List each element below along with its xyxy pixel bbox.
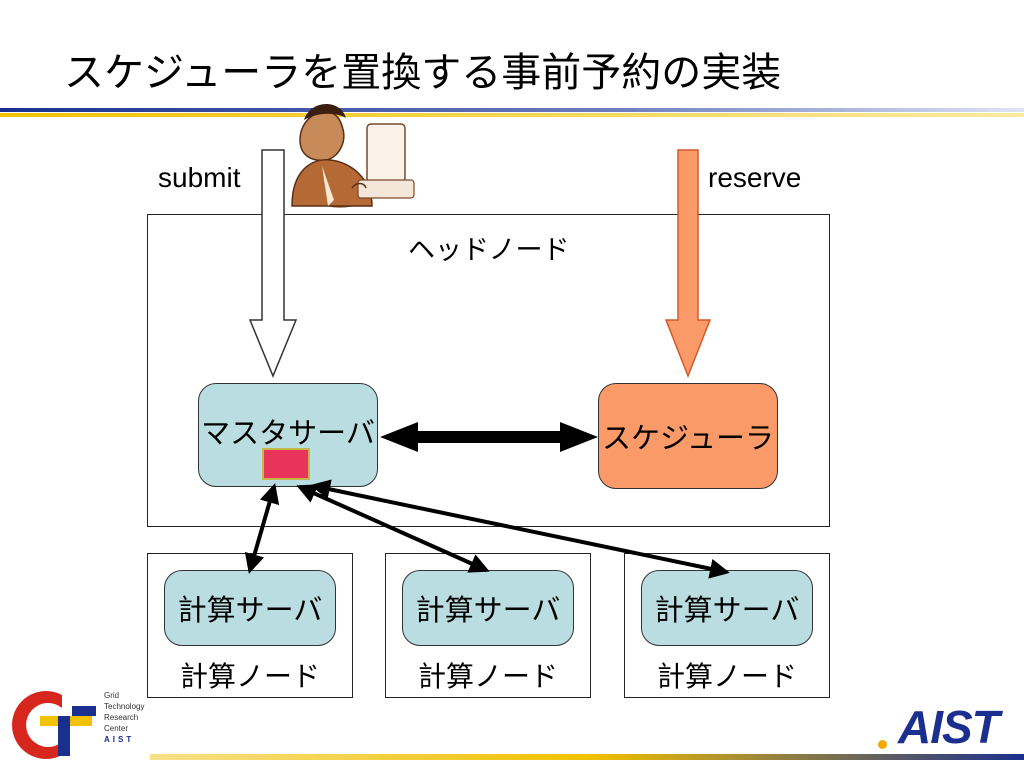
gtrc-line: Grid bbox=[104, 691, 120, 700]
gtrc-line: Research bbox=[104, 713, 139, 722]
reserve-label: reserve bbox=[708, 162, 802, 193]
compute-node-label: 計算ノード bbox=[179, 660, 320, 693]
compute-server-label: 計算サーバ bbox=[415, 593, 561, 627]
master-server-label: マスタサーバ bbox=[201, 416, 375, 450]
head-node-label: ヘッドノード bbox=[408, 235, 570, 266]
compute-node-label: 計算ノード bbox=[656, 660, 797, 693]
master-marker bbox=[262, 448, 310, 480]
aist-logo: AIST bbox=[898, 701, 1000, 753]
submit-label: submit bbox=[158, 162, 241, 193]
compute-server-box: 計算サーバ bbox=[402, 570, 574, 646]
compute-link-arrow bbox=[244, 483, 280, 574]
compute-server-box: 計算サーバ bbox=[641, 570, 813, 646]
gtrc-line: AIST bbox=[104, 735, 135, 744]
footer-rule bbox=[150, 754, 1024, 760]
gtrc-logo-icon bbox=[11, 691, 96, 759]
gtrc-line: Technology bbox=[104, 702, 145, 711]
master-scheduler-arrow bbox=[380, 422, 598, 452]
compute-link-arrow bbox=[310, 479, 730, 579]
title-rule bbox=[0, 108, 1024, 117]
compute-server-box: 計算サーバ bbox=[164, 570, 336, 646]
submit-arrow bbox=[248, 149, 298, 378]
master-server-box: マスタサーバ bbox=[198, 383, 378, 487]
compute-link-arrow bbox=[296, 484, 490, 573]
gtrc-line: Center bbox=[104, 724, 129, 733]
user-at-computer-icon bbox=[291, 103, 415, 208]
scheduler-label: スケジューラ bbox=[602, 421, 774, 455]
compute-server-label: 計算サーバ bbox=[177, 593, 323, 627]
reserve-arrow bbox=[664, 149, 712, 379]
scheduler-box: スケジューラ bbox=[598, 383, 778, 489]
compute-server-label: 計算サーバ bbox=[654, 593, 800, 627]
aist-dot-icon bbox=[878, 740, 887, 749]
slide-title: スケジューラを置換する事前予約の実装 bbox=[64, 50, 782, 96]
compute-node-label: 計算ノード bbox=[417, 660, 558, 693]
gtrc-logo-text: Grid Technology Research Center AIST bbox=[104, 690, 144, 745]
